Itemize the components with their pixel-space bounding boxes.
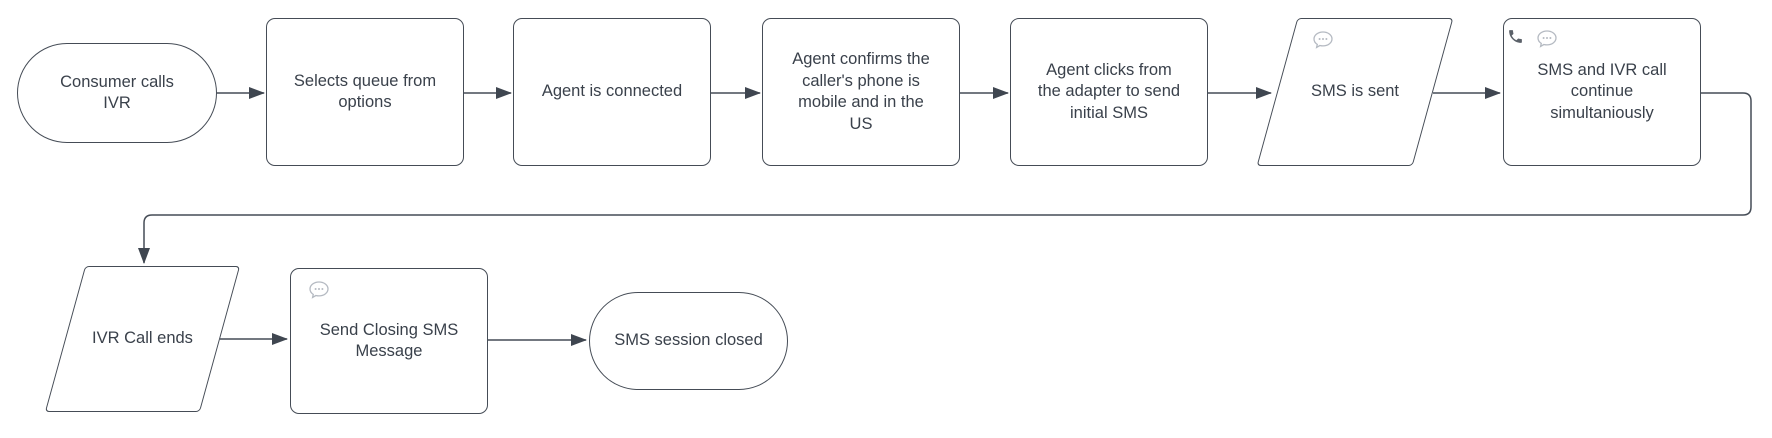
node-consumer-calls-ivr: Consumer calls IVR — [17, 43, 217, 143]
node-label: Agent confirms the caller's phone is mob… — [792, 50, 930, 133]
node-agent-confirms: Agent confirms the caller's phone is mob… — [762, 18, 960, 166]
connector-sms-ivr-continue-to-ivr-call-ends — [138, 92, 1752, 264]
node-agent-connected: Agent is connected — [513, 18, 711, 166]
node-agent-clicks-send-sms: Agent clicks from the adapter to send in… — [1010, 18, 1208, 166]
node-label: SMS and IVR call continue simultaniously — [1537, 60, 1667, 122]
phone-icon — [1509, 30, 1522, 43]
chat-bubble-icon — [309, 281, 329, 299]
node-label: IVR Call ends — [92, 329, 193, 348]
chat-bubble-icon — [1537, 30, 1557, 48]
node-label: Agent is connected — [541, 82, 683, 101]
node-sms-is-sent: SMS is sent — [1256, 18, 1454, 166]
node-label: Send Closing SMS Message — [319, 320, 459, 361]
chat-bubble-icon — [1313, 31, 1333, 49]
node-ivr-call-ends: IVR Call ends — [44, 266, 241, 412]
node-label: SMS is sent — [1310, 82, 1400, 101]
node-sms-ivr-continue: SMS and IVR call continue simultaniously — [1503, 18, 1701, 166]
node-selects-queue: Selects queue from options — [266, 18, 464, 166]
node-label: Selects queue from options — [293, 71, 437, 112]
node-sms-session-closed: SMS session closed — [589, 292, 788, 390]
node-label: SMS session closed — [614, 331, 763, 350]
node-label: Agent clicks from the adapter to send in… — [1037, 60, 1181, 122]
node-label: Consumer calls IVR — [60, 72, 174, 113]
